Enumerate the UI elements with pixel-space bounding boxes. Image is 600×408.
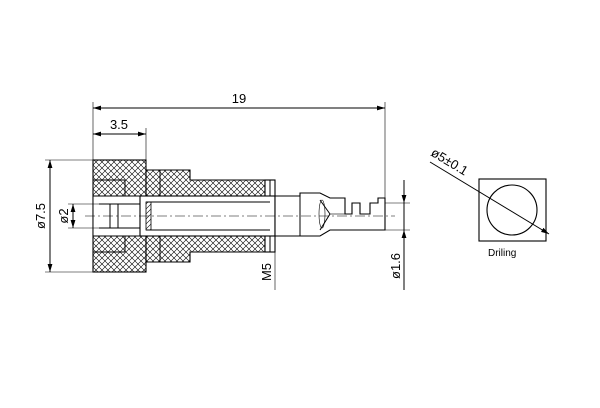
drilling-leader [429,161,550,235]
head-length-label: 3.5 [110,117,128,132]
solder-pin [274,192,386,237]
pin-diameter-label: ø1.6 [388,253,403,279]
overall-length-label: 19 [232,91,246,106]
threaded-body [145,169,266,263]
dimension-pin-diameter: ø1.6 [385,180,410,290]
drilling-hole [486,184,538,236]
dimension-thread: M5 [259,180,276,290]
jack-part [85,159,395,273]
thread-label: M5 [259,263,274,281]
drilling-caption: Driling [488,248,516,259]
head-diameter-label: ø7.5 [33,203,48,229]
dimension-head-diameter: ø7.5 [33,159,93,273]
bore-diameter-label: ø2 [56,208,71,223]
dimension-bore-diameter: ø2 [56,203,99,229]
head-insulator [92,159,147,273]
drilling-detail: ø5±0.1 Driling [428,145,550,259]
dimension-head-length: 3.5 [93,117,147,168]
dimension-overall-length: 19 [92,91,386,198]
